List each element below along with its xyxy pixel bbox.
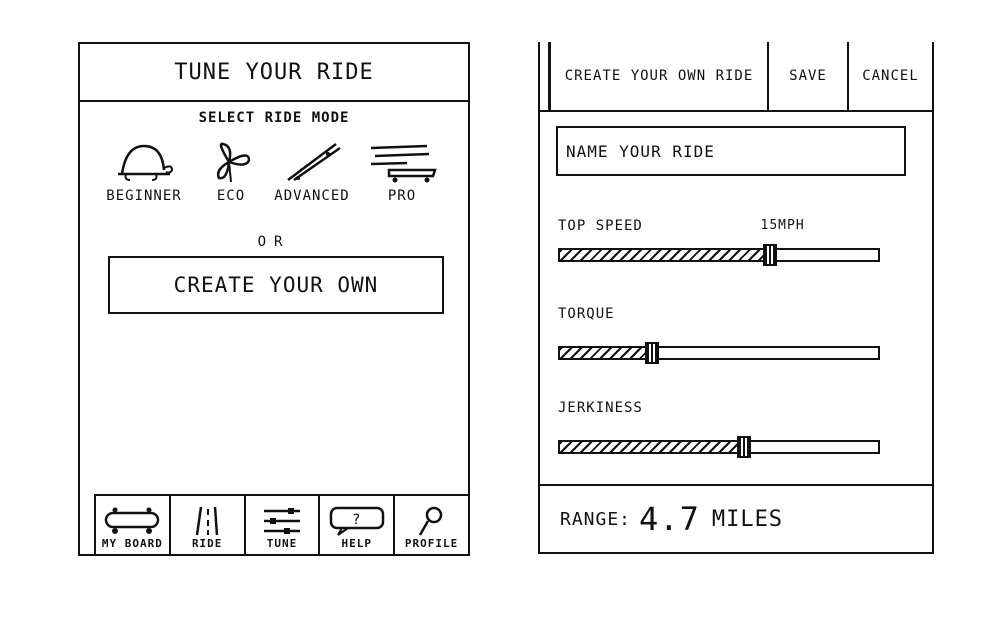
save-button[interactable]: SAVE	[769, 42, 849, 110]
cancel-button[interactable]: CANCEL	[862, 68, 919, 84]
mode-beginner[interactable]: BEGINNER	[98, 140, 190, 204]
mode-eco[interactable]: ECO	[185, 140, 277, 204]
page-title: CREATE YOUR OWN RIDE	[548, 42, 769, 110]
help-bubble-icon: ?	[329, 506, 385, 536]
nav-item-ride[interactable]: RIDE	[171, 496, 246, 554]
jerkiness-slider[interactable]	[558, 436, 880, 458]
tune-your-ride-screen: TUNE YOUR RIDE SELECT RIDE MODE BEGINNER…	[78, 42, 470, 556]
svg-text:?: ?	[352, 512, 361, 528]
range-bar: RANGE: 4.7 MILES	[540, 484, 932, 552]
person-icon	[418, 506, 442, 536]
mode-advanced[interactable]: ADVANCED	[266, 140, 358, 204]
page-title: TUNE YOUR RIDE	[80, 44, 468, 102]
range-label: RANGE:	[560, 508, 632, 530]
jerkiness-label: JERKINESS	[558, 400, 643, 416]
mode-label: PRO	[387, 188, 417, 204]
nav-label: TUNE	[266, 537, 298, 550]
nav-label: HELP	[341, 537, 373, 550]
jerkiness-fill	[560, 442, 745, 452]
torque-thumb[interactable]	[645, 342, 660, 364]
torque-fill	[560, 348, 653, 358]
top-speed-slider[interactable]	[558, 244, 880, 266]
range-unit: MILES	[711, 506, 784, 532]
sliders-icon	[263, 508, 300, 534]
skateboard-icon	[287, 143, 341, 182]
ride-name-input[interactable]	[556, 126, 906, 176]
speed-board-icon	[370, 144, 437, 183]
nav-label: RIDE	[191, 537, 223, 550]
bottom-nav: MY BOARD RIDE TUNE ?	[94, 494, 468, 554]
top-speed-fill	[560, 250, 770, 260]
create-your-own-ride-screen: CREATE YOUR OWN RIDE SAVE CANCEL TOP SPE…	[538, 42, 934, 554]
top-speed-label: TOP SPEED	[558, 218, 643, 234]
mode-label: BEGINNER	[106, 188, 182, 204]
nav-item-tune[interactable]: TUNE	[246, 496, 321, 554]
range-value: 4.7	[639, 500, 700, 538]
mode-label: ECO	[216, 188, 246, 204]
board-icon	[105, 507, 160, 534]
nav-item-profile[interactable]: PROFILE	[395, 496, 468, 554]
nav-item-help[interactable]: ? HELP	[320, 496, 396, 554]
leaf-icon	[216, 142, 251, 183]
nav-item-my-board[interactable]: MY BOARD	[96, 496, 171, 554]
nav-label: PROFILE	[404, 537, 459, 550]
create-your-own-button[interactable]: CREATE YOUR OWN	[108, 256, 444, 314]
torque-slider[interactable]	[558, 342, 880, 364]
or-divider: OR	[257, 234, 291, 250]
modes-heading: SELECT RIDE MODE	[198, 110, 350, 126]
top-bar: CREATE YOUR OWN RIDE SAVE CANCEL	[540, 42, 932, 112]
jerkiness-thumb[interactable]	[737, 436, 752, 458]
road-icon	[195, 506, 219, 536]
nav-label: MY BOARD	[101, 537, 163, 550]
mode-label: ADVANCED	[274, 188, 350, 204]
mode-pro[interactable]: PRO	[356, 140, 448, 204]
turtle-icon	[118, 144, 174, 181]
top-speed-thumb[interactable]	[762, 244, 777, 266]
torque-label: TORQUE	[558, 306, 615, 322]
top-speed-value: 15MPH	[760, 218, 805, 233]
